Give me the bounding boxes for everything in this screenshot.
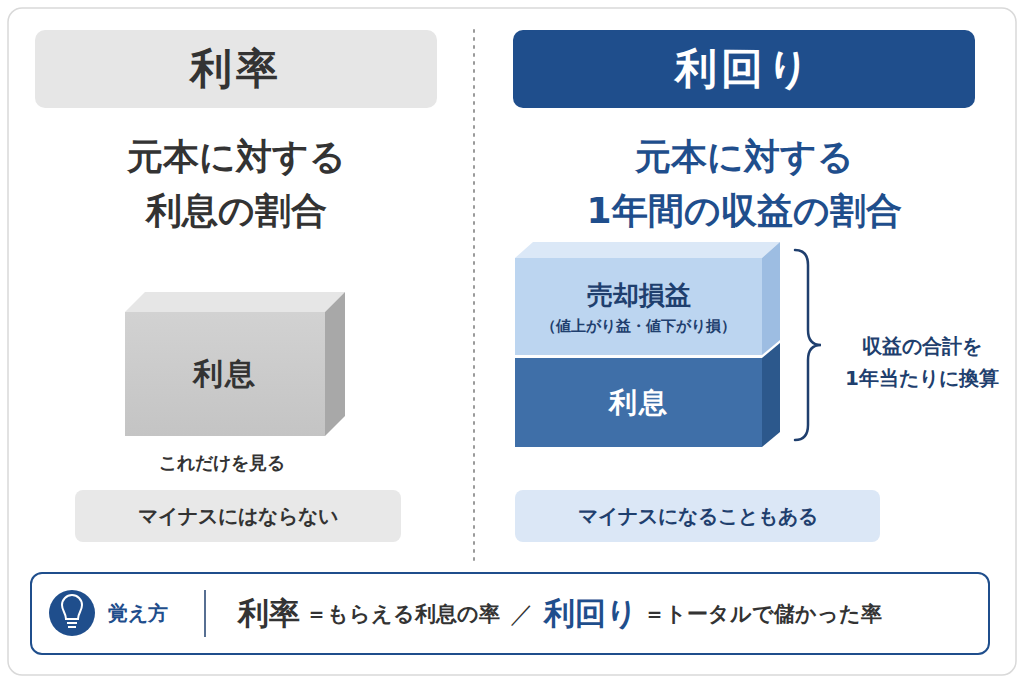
bulb-icon-circle xyxy=(49,590,95,636)
node-text: ＝もらえる利息の率 xyxy=(306,600,500,628)
node-text: マイナスになることもある xyxy=(578,503,818,530)
bulb-icon-base xyxy=(68,626,76,628)
header-box: 利率 xyxy=(35,30,437,108)
separator-line xyxy=(204,590,206,637)
node-text: 売却損益 xyxy=(587,278,691,313)
box-side-face xyxy=(325,292,345,436)
gain-loss-block: 売却損益 （値上がり益・値下がり損） xyxy=(515,258,762,355)
node-text: ＝トータルで儲かった率 xyxy=(644,600,882,628)
box-side-face xyxy=(762,242,780,355)
header-box: 利回り xyxy=(513,30,975,108)
note-pill: マイナスになることもある xyxy=(515,490,880,542)
interest-block: 利息 xyxy=(515,358,762,447)
subtitle: 元本に対する 1年間の収益の割合 xyxy=(554,130,934,238)
interest-block: 利息 xyxy=(125,312,325,436)
box-side-face xyxy=(762,343,780,447)
node-text: 利息 xyxy=(193,354,257,395)
divider-line xyxy=(473,30,475,560)
node-text: マイナスにはならない xyxy=(138,503,338,530)
node-text: （値上がり益・値下がり損） xyxy=(541,317,736,336)
bulb-icon-base xyxy=(67,622,77,624)
node-text: 利回り xyxy=(544,593,638,635)
brace-note: 収益の合計を 1年当たりに換算 xyxy=(832,330,1012,394)
memo-bar: 覚え方 利率＝もらえる利息の率 ／ 利回り＝トータルで儲かった率 xyxy=(30,572,990,655)
node-text: 利回り xyxy=(675,41,814,97)
curly-brace xyxy=(795,250,821,440)
node-text: ／ xyxy=(510,598,534,630)
outer-frame xyxy=(8,8,1016,675)
node-text: 利息 xyxy=(609,384,669,422)
node-text: 覚え方 xyxy=(108,600,168,627)
node-text: 利率 xyxy=(238,593,300,635)
subtitle: 元本に対する 利息の割合 xyxy=(106,130,366,238)
note-pill: マイナスにはならない xyxy=(75,490,401,542)
node-text: 利率 xyxy=(190,41,282,97)
box-top-face xyxy=(125,292,345,312)
note-text: これだけを見る xyxy=(122,451,322,475)
bulb-icon xyxy=(62,595,82,619)
box-top-face xyxy=(515,242,780,258)
